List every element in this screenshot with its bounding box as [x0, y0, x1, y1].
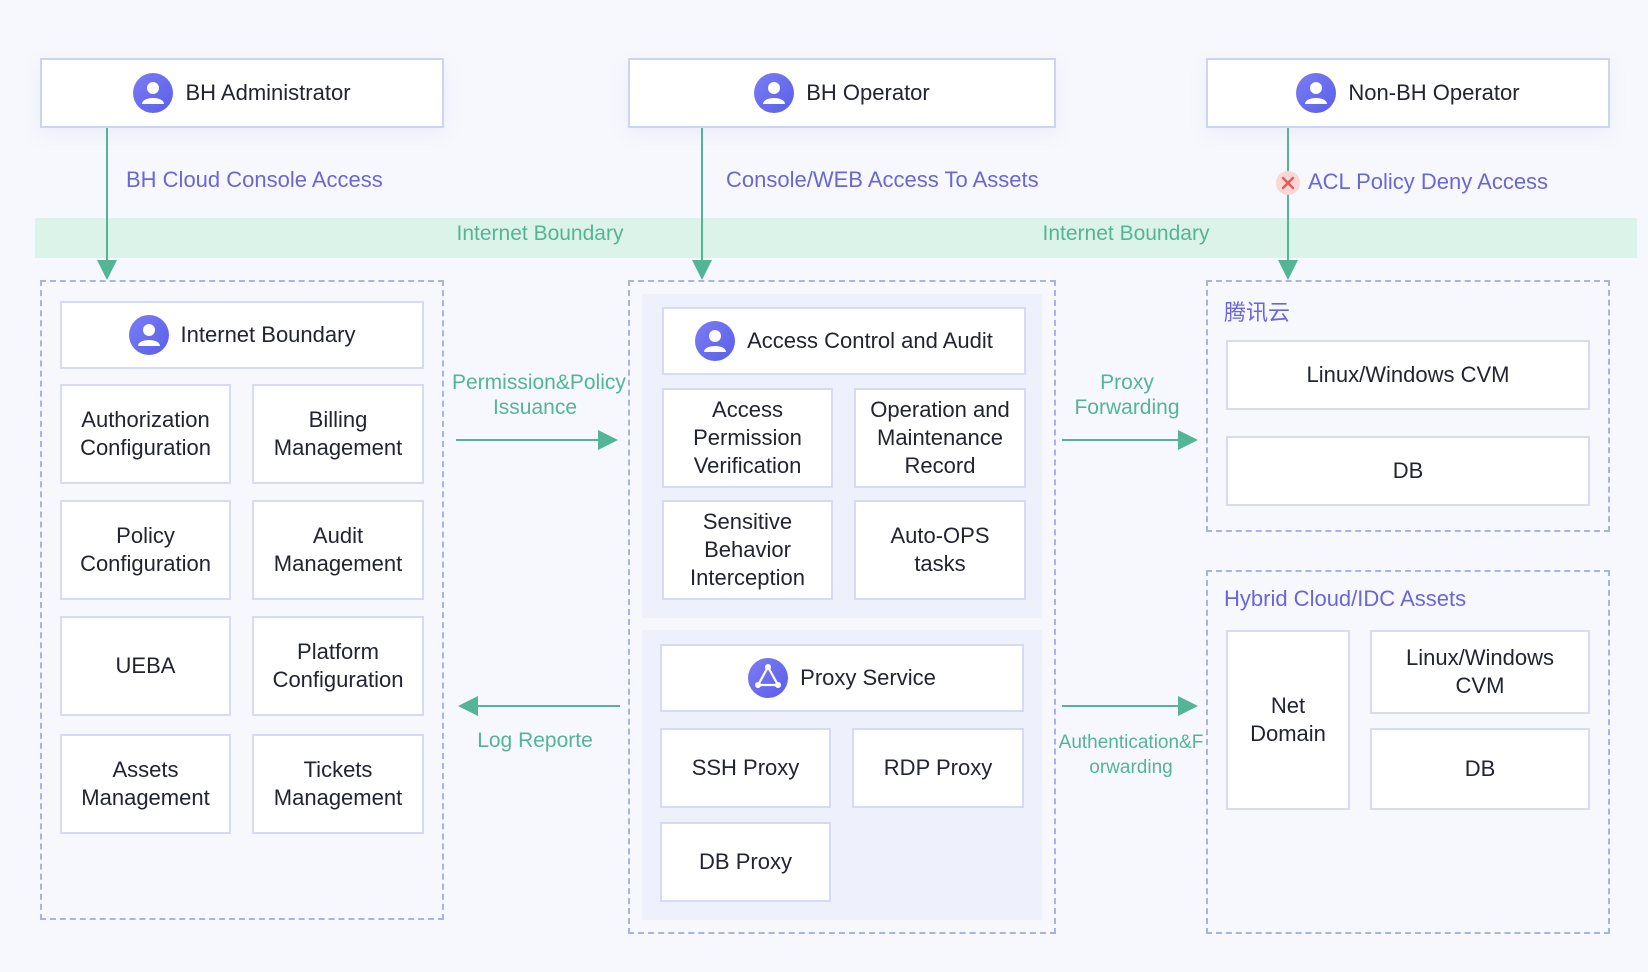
actor-bh-administrator[interactable]: BH Administrator — [40, 58, 444, 128]
actor-label: Non-BH Operator — [1348, 80, 1520, 105]
user-icon — [133, 73, 174, 113]
auth-forwarding-label: Authentication&Forwarding — [1058, 732, 1204, 778]
tencent-cloud-group — [1206, 280, 1610, 532]
db-proxy-box[interactable]: DB Proxy — [660, 822, 831, 902]
left-boundary-group — [40, 280, 444, 920]
tickets-management-box[interactable]: Tickets Management — [252, 734, 424, 834]
tencent-cvm-box[interactable]: Linux/Windows CVM — [1226, 340, 1590, 410]
log-flow-label: Log Reporte — [477, 729, 593, 752]
authorization-configuration-box[interactable]: Authorization Configuration — [60, 384, 231, 484]
operation-maintenance-record-box[interactable]: Operation and Maintenance Record — [854, 388, 1026, 488]
net-domain-box[interactable]: Net Domain — [1226, 630, 1350, 810]
hybrid-cvm-box[interactable]: Linux/Windows CVM — [1370, 630, 1590, 714]
user-icon — [695, 321, 736, 361]
deny-access-label: ACL Policy Deny Access — [1308, 169, 1549, 194]
boundary-label-right: Internet Boundary — [1042, 222, 1210, 245]
panel-title: Proxy Service — [800, 665, 936, 690]
proxy-service-title-box[interactable]: Proxy Service — [660, 644, 1024, 712]
hybrid-cloud-group — [1206, 570, 1610, 934]
internet-boundary-band — [35, 218, 1637, 258]
panel-title: Internet Boundary — [180, 322, 356, 347]
tencent-cloud-title: 腾讯云 — [1224, 300, 1291, 325]
user-icon — [754, 73, 795, 113]
rdp-proxy-box[interactable]: RDP Proxy — [852, 728, 1024, 808]
proxy-service-icon — [748, 658, 789, 698]
billing-management-box[interactable]: Billing Management — [252, 384, 424, 484]
ssh-proxy-box[interactable]: SSH Proxy — [660, 728, 831, 808]
hybrid-db-box[interactable]: DB — [1370, 728, 1590, 810]
policy-configuration-box[interactable]: Policy Configuration — [60, 500, 231, 600]
permission-flow-label: Permission&Policy Issuance — [452, 371, 626, 419]
actor-label: BH Operator — [806, 80, 930, 105]
panel-title: Access Control and Audit — [747, 328, 993, 353]
boundary-label-left: Internet Boundary — [456, 222, 624, 245]
auto-ops-tasks-box[interactable]: Auto-OPS tasks — [854, 500, 1026, 600]
user-icon — [1296, 73, 1337, 113]
sensitive-behavior-interception-box[interactable]: Sensitive Behavior Interception — [662, 500, 833, 600]
actor-non-bh-operator[interactable]: Non-BH Operator — [1206, 58, 1610, 128]
deny-x-icon — [1276, 171, 1300, 195]
proxy-forwarding-label: Proxy Forwarding — [1074, 371, 1180, 419]
access-permission-verification-box[interactable]: Access Permission Verification — [662, 388, 833, 488]
hybrid-cloud-title: Hybrid Cloud/IDC Assets — [1224, 586, 1467, 611]
actor-bh-operator[interactable]: BH Operator — [628, 58, 1056, 128]
middle-bastion-group — [628, 280, 1056, 934]
internet-boundary-title-box[interactable]: Internet Boundary — [60, 301, 424, 369]
platform-configuration-box[interactable]: Platform Configuration — [252, 616, 424, 716]
tencent-db-box[interactable]: DB — [1226, 436, 1590, 506]
user-icon — [128, 315, 169, 355]
audit-management-box[interactable]: Audit Management — [252, 500, 424, 600]
access-control-title-box[interactable]: Access Control and Audit — [662, 307, 1026, 375]
assets-management-box[interactable]: Assets Management — [60, 734, 231, 834]
ueba-box[interactable]: UEBA — [60, 616, 231, 716]
console-access-label: BH Cloud Console Access — [126, 167, 383, 192]
actor-label: BH Administrator — [185, 80, 351, 105]
web-access-label: Console/WEB Access To Assets — [726, 167, 1039, 192]
